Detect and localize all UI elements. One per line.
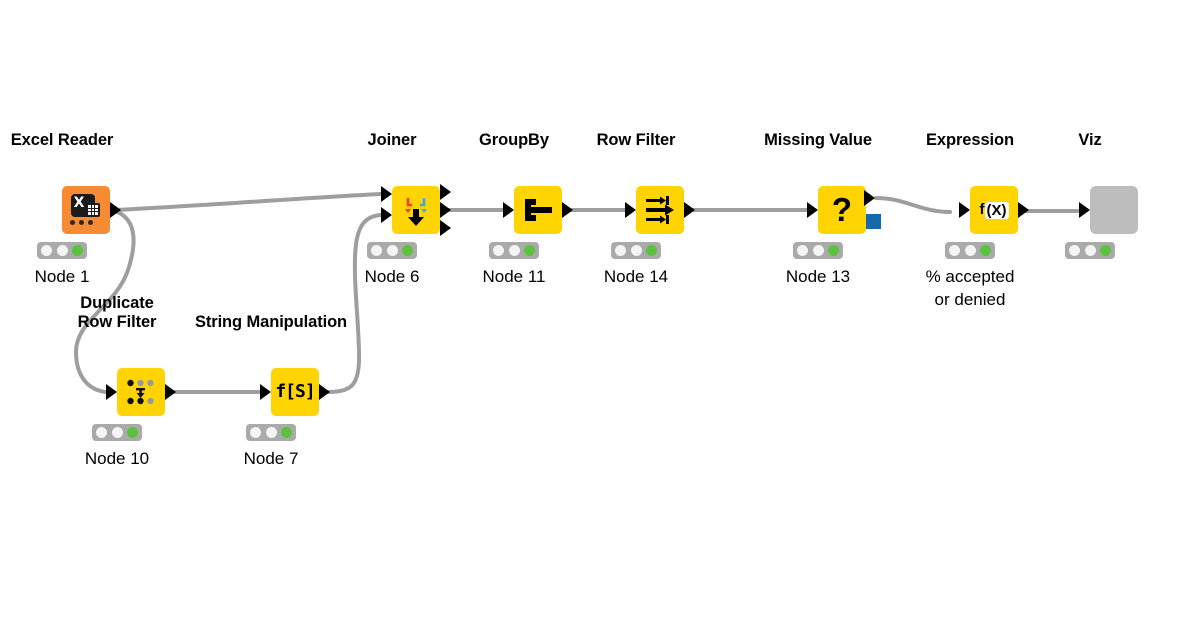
node-title-duplicate-row-filter-line1: Duplicate [80,294,154,312]
status-dot-idle [111,427,123,438]
status-bar-groupby [489,242,539,259]
status-dot-idle [250,427,262,438]
status-dot-idle [949,245,961,256]
fx-icon: f(X) [979,201,1009,219]
status-bar-duplicate-row-filter [92,424,142,441]
node-body-missing-value[interactable]: ? [818,186,866,234]
status-dot-idle [493,245,505,256]
status-dot-idle [964,245,976,256]
output-port-row-filter[interactable] [684,202,695,218]
row-filter-icon [636,186,684,234]
output-port-duplicate-row-filter[interactable] [165,384,176,400]
status-dot-green [523,245,535,256]
node-title-viz: Viz [1078,131,1102,149]
node-caption-expression-line2: or denied [934,290,1006,309]
node-body-string-manipulation[interactable]: f[S] [271,368,319,416]
status-dot-green [401,245,413,256]
node-body-viz[interactable] [1090,186,1138,234]
status-bar-viz [1065,242,1115,259]
status-dot-idle [508,245,520,256]
groupby-icon [514,186,562,234]
output-port-expression[interactable] [1018,202,1029,218]
excel-reader-icon: X [62,186,110,234]
node-caption-groupby: Node 11 [482,267,546,286]
output-port-joiner-2[interactable] [440,202,451,218]
node-caption-expression: % accepted or denied [926,265,1015,311]
status-dot-green [280,427,292,438]
status-bar-joiner [367,242,417,259]
fs-icon: f[S] [275,381,315,402]
input-port-groupby[interactable] [503,202,514,218]
status-dot-idle [386,245,398,256]
input-port-joiner-bottom[interactable] [381,207,392,223]
edge-missing-value-to-expression [874,196,952,214]
node-title-missing-value: Missing Value [764,131,872,149]
status-dot-idle [1069,245,1081,256]
edge-node1-to-joiner [113,192,383,212]
status-dot-green [126,427,138,438]
node-body-excel-reader[interactable]: X [62,186,110,234]
duplicate-row-filter-icon [117,368,165,416]
input-port-row-filter[interactable] [625,202,636,218]
excel-letter: X [73,195,85,211]
node-title-row-filter: Row Filter [596,131,676,149]
node-caption-missing-value: Node 13 [785,267,851,286]
status-bar-row-filter [611,242,661,259]
status-dot-idle [1084,245,1096,256]
node-title-string-manipulation: String Manipulation [194,313,348,331]
node-title-duplicate-row-filter: Duplicate Row Filter [78,294,157,332]
question-mark-icon: ? [831,191,853,228]
status-dot-idle [812,245,824,256]
status-dot-idle [41,245,53,256]
output-port-joiner-3[interactable] [440,220,451,236]
output-port-excel-reader[interactable] [110,202,121,218]
node-caption-excel-reader: Node 1 [34,267,90,286]
status-bar-expression [945,242,995,259]
status-dot-green [1099,245,1111,256]
input-port-missing-value[interactable] [807,202,818,218]
node-body-expression[interactable]: f(X) [970,186,1018,234]
node-body-duplicate-row-filter[interactable] [117,368,165,416]
status-dot-green [71,245,83,256]
joiner-icon [392,186,440,234]
node-caption-duplicate-row-filter: Node 10 [84,449,150,468]
status-dot-idle [265,427,277,438]
node-caption-joiner: Node 6 [364,267,420,286]
node-title-duplicate-row-filter-line2: Row Filter [77,313,157,331]
node-caption-expression-line1: % accepted [925,267,1015,286]
node-body-row-filter[interactable] [636,186,684,234]
input-port-joiner-top[interactable] [381,186,392,202]
node-body-joiner[interactable] [392,186,440,234]
input-port-duplicate-row-filter[interactable] [106,384,117,400]
input-port-viz[interactable] [1079,202,1090,218]
output-port-joiner-1[interactable] [440,184,451,200]
output-port-string-manipulation[interactable] [319,384,330,400]
node-caption-row-filter: Node 14 [603,267,669,286]
status-bar-excel-reader [37,242,87,259]
status-dot-idle [56,245,68,256]
node-body-groupby[interactable] [514,186,562,234]
status-dot-idle [371,245,383,256]
node-caption-string-manipulation: Node 7 [243,449,299,468]
status-dot-idle [96,427,108,438]
input-port-string-manipulation[interactable] [260,384,271,400]
status-dot-green [645,245,657,256]
status-dot-green [827,245,839,256]
status-bar-missing-value [793,242,843,259]
status-bar-string-manipulation [246,424,296,441]
input-port-expression[interactable] [959,202,970,218]
status-dot-idle [615,245,627,256]
node-title-excel-reader: Excel Reader [10,131,114,149]
node-title-expression: Expression [926,131,1014,149]
output-port-missing-value-model[interactable] [866,214,881,229]
node-title-joiner: Joiner [367,131,417,149]
status-dot-green [979,245,991,256]
output-port-groupby[interactable] [562,202,573,218]
output-port-missing-value[interactable] [864,190,875,206]
status-dot-idle [797,245,809,256]
status-dot-idle [630,245,642,256]
node-title-groupby: GroupBy [479,131,549,149]
